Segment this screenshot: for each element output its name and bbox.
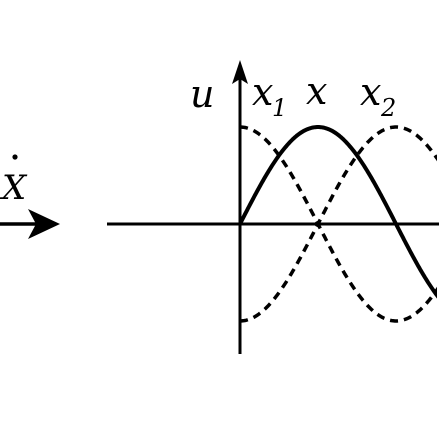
x2-label: x 2 [360,70,396,122]
vertical-axis [232,60,248,354]
curve-group [238,125,437,323]
x1-label-main: x [252,70,273,114]
x2-dashed-curve [240,125,437,323]
direction-arrow [0,209,60,239]
vertical-axis-arrowhead [232,60,248,84]
velocity-label: X [0,168,28,208]
velocity-dot [12,154,18,160]
x2-label-subscript: 2 [380,94,396,122]
x1-label-subscript: 1 [272,94,287,122]
x1-label: x 1 [252,70,287,122]
x-label: x [306,69,327,113]
direction-arrow-head [28,209,60,239]
x2-label-main: x [360,70,381,114]
u-axis-label: u [190,72,214,116]
x-solid-curve [238,125,437,299]
x1-dashed-curve [240,125,437,323]
